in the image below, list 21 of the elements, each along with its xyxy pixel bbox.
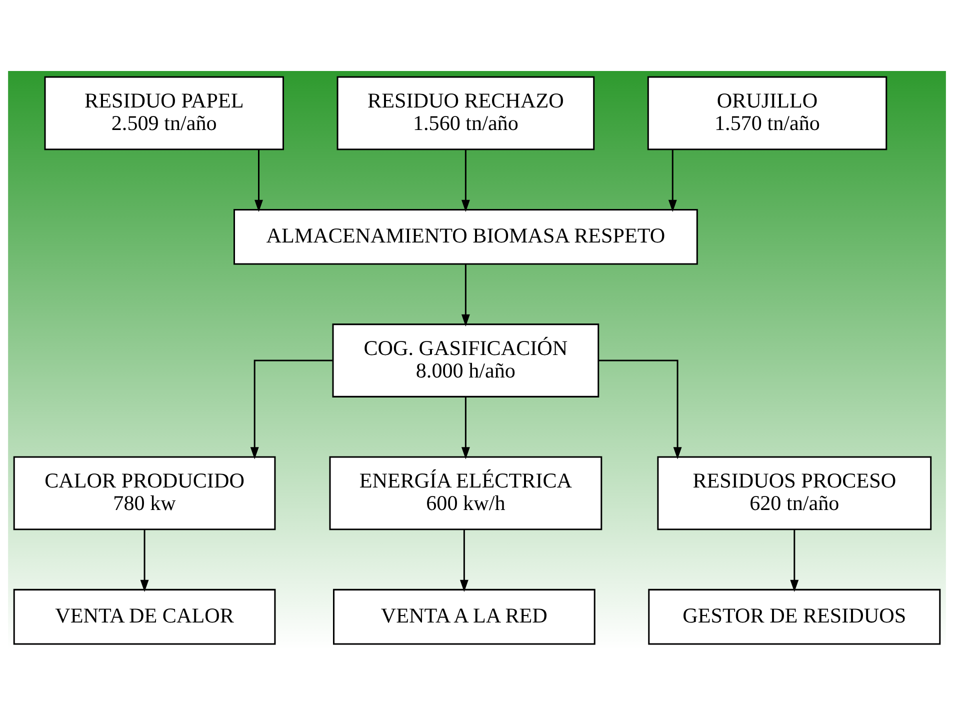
- arrow: [668, 149, 677, 212]
- node-box: ORUJILLO 1.570 tn/año: [647, 76, 888, 150]
- arrow: [250, 359, 333, 459]
- node-box: VENTA A LA RED: [333, 588, 596, 644]
- arrow: [254, 149, 263, 212]
- arrow: [790, 529, 799, 592]
- node-box: ALMACENAMIENTO BIOMASA RESPETO: [233, 208, 698, 264]
- arrow: [461, 396, 470, 459]
- node-box: RESIDUOS PROCESO 620 tn/año: [657, 456, 932, 530]
- arrow: [598, 359, 682, 459]
- node-box: VENTA DE CALOR: [13, 588, 276, 644]
- node-box: RESIDUO PAPEL 2.509 tn/año: [44, 76, 284, 150]
- node-box: GESTOR DE RESIDUOS: [648, 588, 941, 644]
- arrow: [460, 529, 468, 592]
- arrow: [461, 149, 470, 212]
- node-box: COG. GASIFICACIÓN 8.000 h/año: [332, 323, 600, 397]
- node-box: RESIDUO RECHAZO 1.560 tn/año: [336, 76, 595, 150]
- node-box: CALOR PRODUCIDO 780 kw: [13, 456, 276, 530]
- arrow: [140, 529, 149, 592]
- node-box: ENERGÍA ELÉCTRICA 600 kw/h: [329, 456, 602, 530]
- arrow: [461, 264, 470, 326]
